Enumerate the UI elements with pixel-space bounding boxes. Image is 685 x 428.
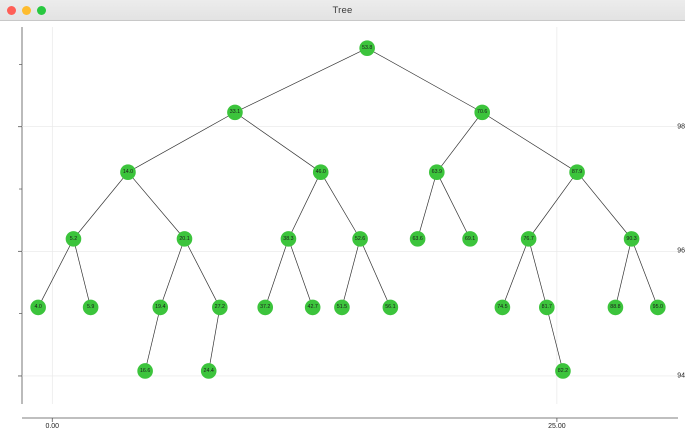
window-controls [7,0,46,20]
tree-edge [288,172,322,240]
tree-edge [288,238,313,308]
tree-node[interactable] [569,164,585,180]
tree-node[interactable] [428,164,445,180]
tree-node[interactable] [120,164,136,180]
tree-edge [359,238,391,308]
tree-node[interactable] [176,231,193,247]
y-tick-label: 94 [677,372,685,380]
tree-node[interactable] [520,231,537,247]
x-tick-label: 0.00 [45,423,60,428]
tree-node[interactable] [474,104,491,121]
tree-edge [234,112,321,173]
tree-node[interactable] [152,299,169,316]
tree-node[interactable] [650,299,666,316]
tree-node[interactable] [494,299,511,316]
window-title: Tree [332,4,353,16]
tree-edge [631,238,659,308]
tree-node[interactable] [30,299,46,316]
tree-edge [528,171,578,240]
tree-node[interactable] [257,299,274,316]
close-button[interactable] [7,5,16,15]
tree-node[interactable] [65,231,82,247]
window-titlebar: Tree [0,0,685,21]
tree-node[interactable] [304,299,321,316]
minimize-button[interactable] [22,5,31,15]
tree-edge [417,172,438,239]
tree-node[interactable] [227,104,243,121]
tree-edge [341,238,361,308]
tree-node[interactable] [359,40,375,56]
tree-node[interactable] [352,231,368,247]
tree-edge [264,238,289,308]
tree-node[interactable] [212,299,228,316]
tree-edge [366,47,483,113]
tree-graph-svg [18,27,678,422]
tree-edge [73,238,91,308]
tree-edge [482,112,578,173]
tree-edge [127,112,236,173]
tree-node[interactable] [462,231,478,247]
tree-edge [37,238,74,308]
tree-node[interactable] [555,363,571,379]
tree-edge [546,307,564,372]
tree-edge [127,171,185,240]
tree-edge [615,238,632,308]
y-tick-label: 96 [677,247,685,255]
tree-node[interactable] [82,299,99,316]
tree-edge [208,307,221,372]
tree-node[interactable] [382,299,399,316]
tree-edge [436,112,483,173]
tree-edge [234,47,368,113]
tree-node[interactable] [623,231,640,247]
tree-node[interactable] [200,363,217,379]
tree-node[interactable] [607,299,624,316]
tree-node[interactable] [539,299,555,316]
tree-edge [184,238,221,308]
tree-edge [502,238,529,308]
tree-node[interactable] [334,299,350,316]
tree-edge [436,172,471,240]
y-tick-label: 98 [677,123,685,131]
tree-edge [144,307,161,372]
tree-edge [320,172,361,240]
x-tick-label: 25.00 [548,423,566,428]
tree-edge [73,171,129,240]
tree-edge [576,171,632,240]
tree-node[interactable] [409,231,426,247]
tree-node[interactable] [137,363,153,379]
tree-edge [159,238,185,308]
tree-edge [528,238,548,308]
tree-node[interactable] [280,231,297,247]
tree-node[interactable] [312,164,329,180]
maximize-button[interactable] [37,5,46,15]
